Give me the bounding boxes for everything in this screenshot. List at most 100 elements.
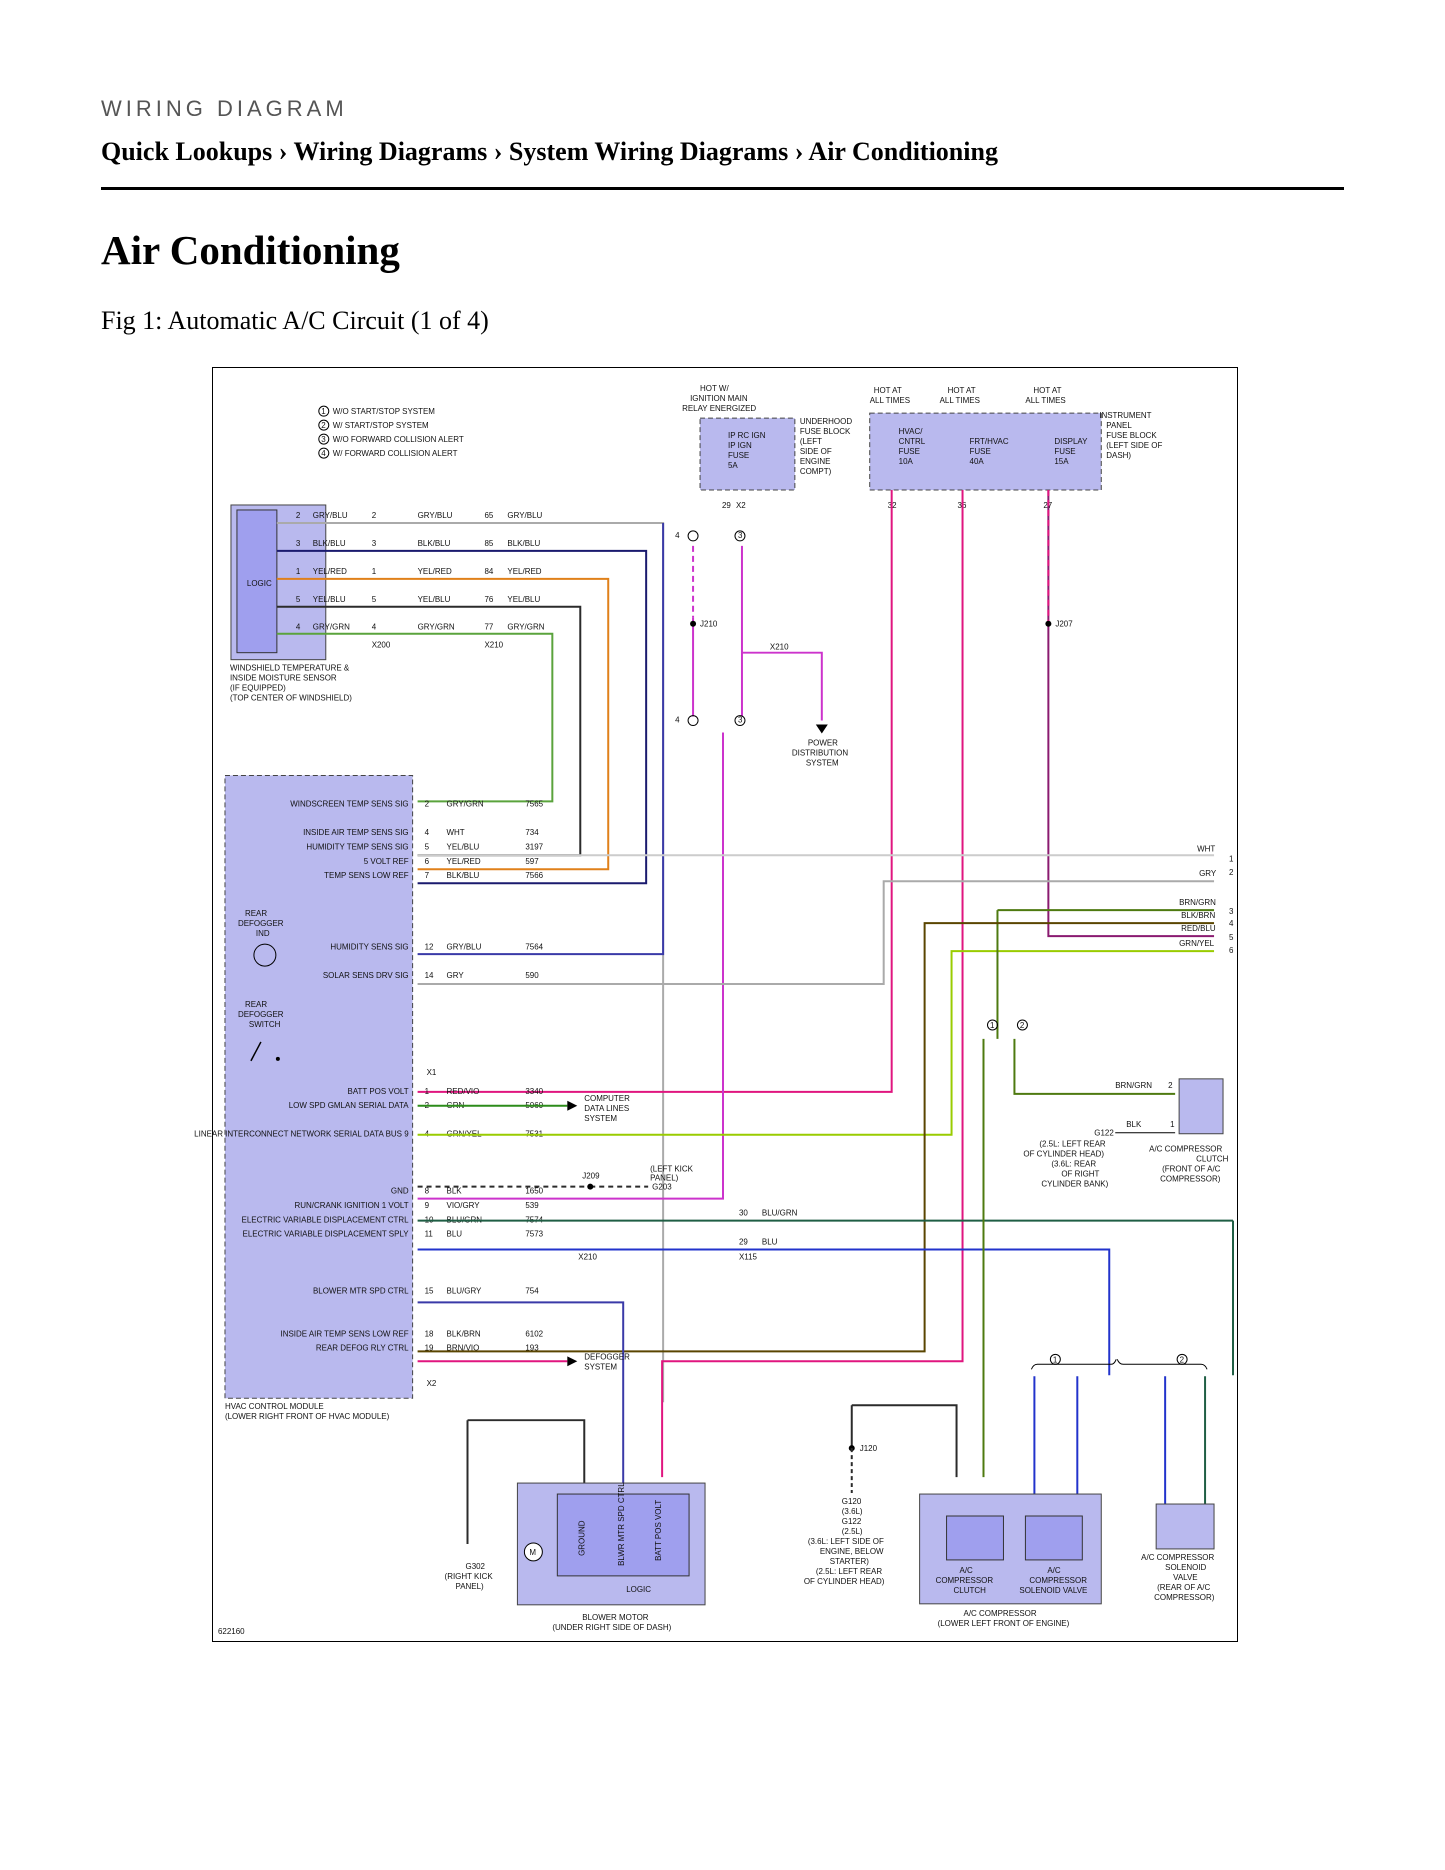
solenoid-label: SOLENOID xyxy=(1165,1563,1206,1572)
connector-x210c: X210 xyxy=(578,1253,597,1262)
solenoid-label: COMPRESSOR) xyxy=(1154,1593,1215,1602)
svg-text:77: 77 xyxy=(484,623,493,632)
sensor-label: INSIDE MOISTURE SENSOR xyxy=(230,674,337,683)
hvac-module-label: (LOWER RIGHT FRONT OF HVAC MODULE) xyxy=(225,1412,390,1421)
clutch-label: CLUTCH xyxy=(1196,1155,1229,1164)
header-rule xyxy=(101,187,1344,190)
svg-text:YEL/RED: YEL/RED xyxy=(507,567,541,576)
wire-color: GRY xyxy=(447,971,465,980)
fuse-label: FUSE xyxy=(970,447,991,456)
svg-text:84: 84 xyxy=(484,567,493,576)
fuse-label: FUSE xyxy=(899,447,920,456)
motor-icon xyxy=(523,1542,543,1562)
svg-text:2: 2 xyxy=(1180,1355,1185,1364)
svg-text:30: 30 xyxy=(739,1209,748,1218)
g203-label: G203 xyxy=(652,1183,672,1192)
comp-label: A/C COMPRESSOR xyxy=(964,1609,1037,1618)
hot-label: HOT AT xyxy=(874,386,902,395)
svg-text:76: 76 xyxy=(484,595,493,604)
compressor-wires: 1 2 J120 xyxy=(848,1353,1208,1512)
signal-name: TEMP SENS LOW REF xyxy=(324,871,409,880)
legend-item: W/ FORWARD COLLISION ALERT xyxy=(333,449,458,458)
hot-label: IGNITION MAIN xyxy=(690,394,748,403)
breadcrumb: Quick Lookups › Wiring Diagrams › System… xyxy=(101,137,998,167)
circuit-number: 597 xyxy=(525,857,539,866)
g120-label: (3.6L: LEFT SIDE OF xyxy=(808,1537,884,1546)
breadcrumb-item-wiring-diagrams[interactable]: Wiring Diagrams xyxy=(293,137,488,166)
circuit-number: 7573 xyxy=(525,1230,543,1239)
cdl-label: DATA LINES xyxy=(584,1104,629,1113)
signal-name: GND xyxy=(391,1187,409,1196)
comp-valve-label: SOLENOID VALVE xyxy=(1019,1586,1087,1595)
pin-number: 18 xyxy=(425,1329,434,1338)
hot-label: ALL TIMES xyxy=(1025,396,1065,405)
svg-text:6: 6 xyxy=(1229,946,1234,955)
blower-pin-label: GROUND xyxy=(577,1520,586,1556)
svg-text:4: 4 xyxy=(675,531,680,540)
svg-text:3: 3 xyxy=(372,539,377,548)
hot-label: HOT AT xyxy=(948,386,976,395)
hvac-module: HVAC CONTROL MODULE (LOWER RIGHT FRONT O… xyxy=(194,774,544,1421)
pin-number: 2 xyxy=(425,800,430,809)
figure-caption: Fig 1: Automatic A/C Circuit (1 of 4) xyxy=(101,306,489,335)
svg-text:BLK/BLU: BLK/BLU xyxy=(313,539,346,548)
signal-name: INSIDE AIR TEMP SENS LOW REF xyxy=(280,1329,408,1338)
figure-id: 622160 xyxy=(218,1627,245,1636)
fuse-label: HVAC/ xyxy=(899,427,924,436)
bus-label: WHT xyxy=(1197,844,1215,853)
defogger-indicator-icon xyxy=(253,943,277,967)
svg-text:BLK/BLU: BLK/BLU xyxy=(418,539,451,548)
blower-label: (UNDER RIGHT SIDE OF DASH) xyxy=(552,1623,671,1632)
svg-text:5: 5 xyxy=(372,595,377,604)
g120-label: OF CYLINDER HEAD) xyxy=(804,1577,885,1586)
signal-name: HUMIDITY TEMP SENS SIG xyxy=(306,843,408,852)
svg-text:GRY/GRN: GRY/GRN xyxy=(313,623,350,632)
rear-defogger-switch-label: DEFOGGER xyxy=(238,1010,284,1019)
connector-x210b: X210 xyxy=(770,643,789,652)
comp-clutch-label: CLUTCH xyxy=(954,1586,987,1595)
svg-text:5: 5 xyxy=(296,595,301,604)
fuse-block-label: PANEL xyxy=(1106,421,1132,430)
g120-label: (3.6L) xyxy=(842,1507,863,1516)
hot-label: ALL TIMES xyxy=(940,396,980,405)
g122-note: OF CYLINDER HEAD) xyxy=(1023,1150,1104,1159)
bus-label: BRN/GRN xyxy=(1179,898,1216,907)
g203-note: PANEL) xyxy=(650,1174,679,1183)
legend-item: W/ START/STOP SYSTEM xyxy=(333,421,429,430)
g302-label: PANEL) xyxy=(456,1582,485,1591)
fuse-block-label: FUSE BLOCK xyxy=(800,427,851,436)
breadcrumb-item-system-wiring-diagrams[interactable]: System Wiring Diagrams xyxy=(508,137,789,166)
wire-color: BLK xyxy=(447,1187,463,1196)
windshield-sensor: LOGIC WINDSHIELD TEMPERATURE & INSIDE MO… xyxy=(230,504,504,703)
signal-name: ELECTRIC VARIABLE DISPLACEMENT SPLY xyxy=(243,1230,410,1239)
breadcrumb-sep: › xyxy=(272,137,294,166)
page-kicker: WIRING DIAGRAM xyxy=(101,96,348,121)
wire-color: BLK/BLU xyxy=(447,871,480,880)
circuit-number: 1650 xyxy=(525,1187,543,1196)
clutch-label: COMPRESSOR) xyxy=(1160,1175,1221,1184)
svg-text:YEL/BLU: YEL/BLU xyxy=(418,595,451,604)
splice-j210: J210 xyxy=(700,620,718,629)
hot-label: RELAY ENERGIZED xyxy=(682,404,756,413)
svg-text:GRY/GRN: GRY/GRN xyxy=(418,623,455,632)
breadcrumb-item-air-conditioning[interactable]: Air Conditioning xyxy=(808,137,998,166)
breadcrumb-item-quick-lookups[interactable]: Quick Lookups xyxy=(101,137,273,166)
signal-name: ELECTRIC VARIABLE DISPLACEMENT CTRL xyxy=(242,1215,410,1224)
circuit-number: 193 xyxy=(525,1344,539,1353)
wire-color: YEL/BLU xyxy=(447,843,480,852)
fuse-pin: 29 xyxy=(722,501,731,510)
breadcrumb-sep: › xyxy=(487,137,509,166)
x2-label: X2 xyxy=(427,1379,437,1388)
signal-name: LINEAR INTERCONNECT NETWORK SERIAL DATA … xyxy=(194,1130,409,1139)
pin-number: 7 xyxy=(425,871,430,880)
wire-color: BLK/BRN xyxy=(447,1329,481,1338)
svg-text:4: 4 xyxy=(675,716,680,725)
signal-name: BLOWER MTR SPD CTRL xyxy=(313,1287,409,1296)
svg-text:2: 2 xyxy=(321,421,326,430)
svg-text:29: 29 xyxy=(739,1238,748,1247)
circuit-number: 7564 xyxy=(525,942,543,951)
svg-text:GRY/GRN: GRY/GRN xyxy=(507,623,544,632)
signal-name: HUMIDITY SENS SIG xyxy=(330,942,408,951)
